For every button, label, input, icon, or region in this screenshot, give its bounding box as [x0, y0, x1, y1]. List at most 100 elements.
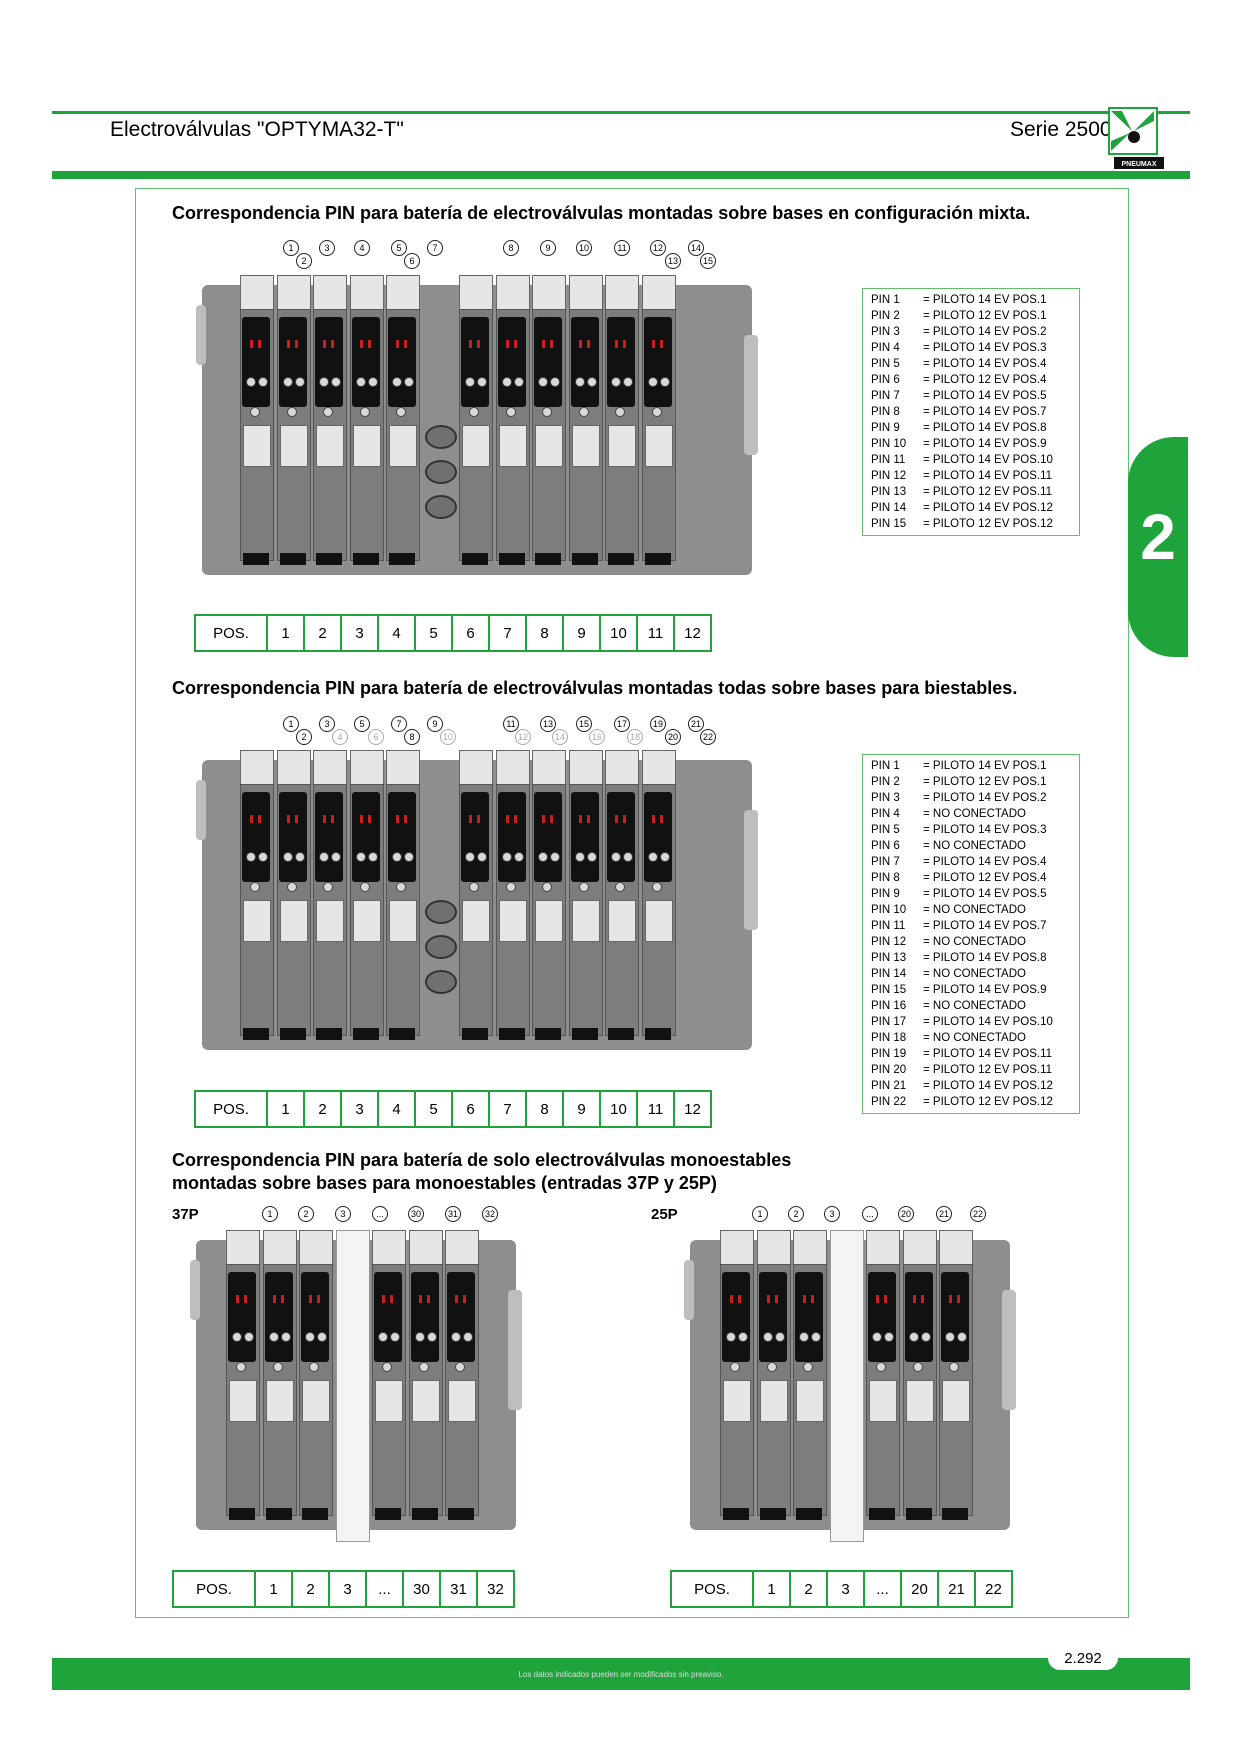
screw	[578, 407, 589, 417]
manual-override	[477, 377, 487, 387]
solenoid-coil	[607, 792, 635, 882]
section3-title-line1: Correspondencia PIN para batería de solo…	[172, 1150, 792, 1170]
solenoid-coil	[278, 792, 307, 882]
valve-spec-label	[498, 900, 527, 942]
manual-override	[258, 377, 268, 387]
manual-override	[465, 377, 475, 387]
screw	[542, 407, 552, 417]
pos-cell: 7	[488, 1092, 525, 1126]
screw	[455, 1362, 465, 1372]
valve-spec-label	[279, 425, 308, 467]
solenoid-coil	[868, 1272, 896, 1362]
pin-marker: 13	[540, 716, 556, 732]
manual-override	[513, 852, 524, 862]
manual-override	[305, 1332, 315, 1342]
valve-spec-label	[571, 900, 600, 942]
solenoid-coil	[388, 317, 416, 407]
valve-spec-label	[352, 425, 381, 467]
valve-spec-label	[265, 1380, 294, 1422]
manual-override	[258, 852, 268, 862]
legend-pin: PIN 10	[871, 904, 907, 916]
valve-label-plate	[240, 275, 274, 311]
legend-pin: PIN 10	[871, 438, 907, 450]
base-connector	[352, 553, 379, 565]
legend-pin: PIN 13	[871, 952, 907, 964]
25p-label: 25P	[651, 1206, 678, 1223]
status-led	[404, 340, 407, 348]
screw	[912, 1362, 923, 1372]
manual-override	[392, 377, 402, 387]
legend-row: PIN 10= NO CONECTADO	[871, 902, 1071, 918]
status-led	[730, 1295, 733, 1303]
solenoid-coil	[497, 792, 526, 882]
manual-override	[501, 852, 512, 862]
status-led	[331, 340, 334, 348]
base-connector	[279, 553, 306, 565]
screw	[615, 882, 625, 892]
manual-override	[390, 1332, 400, 1342]
manual-override	[908, 1332, 919, 1342]
status-led	[505, 815, 509, 823]
status-led	[477, 340, 480, 348]
base-connector	[243, 553, 269, 565]
manual-override	[574, 852, 585, 862]
pin-marker: 7	[427, 240, 443, 256]
pos-cell: 30	[402, 1572, 439, 1606]
valve-label-plate	[641, 275, 676, 311]
legend-function: = PILOTO 12 EV POS.4	[923, 374, 1047, 386]
valve-spec-label	[462, 900, 490, 942]
pos-cell: 3	[826, 1572, 863, 1606]
pin-marker: 4	[332, 729, 348, 745]
pin-marker: 22	[700, 729, 716, 745]
base-connector	[942, 1508, 968, 1520]
legend-pin: PIN 17	[871, 1016, 907, 1028]
pin-marker: 2	[296, 729, 312, 745]
pin-marker: 9	[427, 716, 443, 732]
status-led	[542, 340, 545, 348]
pos-label: POS.	[694, 1580, 730, 1598]
pos-cell: 1	[266, 616, 303, 650]
base-connector	[608, 1028, 634, 1040]
legend-row: PIN 17= PILOTO 14 EV POS.10	[871, 1014, 1071, 1030]
manual-override	[586, 852, 597, 862]
status-led	[469, 815, 472, 823]
pos-cell: 7	[488, 616, 525, 650]
screw	[286, 407, 297, 417]
legend-row: PIN 8= PILOTO 14 EV POS.7	[871, 404, 1071, 420]
manual-override	[465, 852, 475, 862]
manual-override	[282, 377, 293, 387]
screw	[359, 407, 370, 417]
pos-cell: 2	[291, 1572, 328, 1606]
valve-spec-label	[302, 1380, 330, 1422]
legend-pin: PIN 5	[871, 824, 900, 836]
solenoid-coil	[410, 1272, 439, 1362]
manual-override	[246, 852, 256, 862]
pos-cell: 12	[673, 616, 710, 650]
base-connector	[498, 553, 525, 565]
valve-spec-label	[448, 1380, 476, 1422]
screw	[578, 882, 589, 892]
screw	[505, 407, 516, 417]
pin-marker: 3	[824, 1206, 840, 1222]
base-connector	[375, 1508, 401, 1520]
status-led	[418, 1295, 422, 1303]
status-led	[957, 1295, 960, 1303]
valve-spec-label	[243, 425, 271, 467]
legend-function: = NO CONECTADO	[923, 968, 1026, 980]
status-led	[455, 1295, 458, 1303]
status-led	[586, 340, 590, 348]
solenoid-coil	[447, 1272, 475, 1362]
valve-label-plate	[372, 1230, 406, 1266]
pin-marker: 20	[898, 1206, 914, 1222]
legend-pin: PIN 15	[871, 984, 907, 996]
manual-override	[611, 377, 621, 387]
status-led	[920, 1295, 924, 1303]
serie-label: Serie 2500	[1010, 118, 1112, 141]
legend-pin: PIN 12	[871, 470, 907, 482]
legend-function: = PILOTO 14 EV POS.3	[923, 824, 1047, 836]
pos-cell: 2	[789, 1572, 826, 1606]
screw	[396, 882, 406, 892]
pos-cell: 2	[303, 616, 340, 650]
pin-marker: 18	[627, 729, 643, 745]
